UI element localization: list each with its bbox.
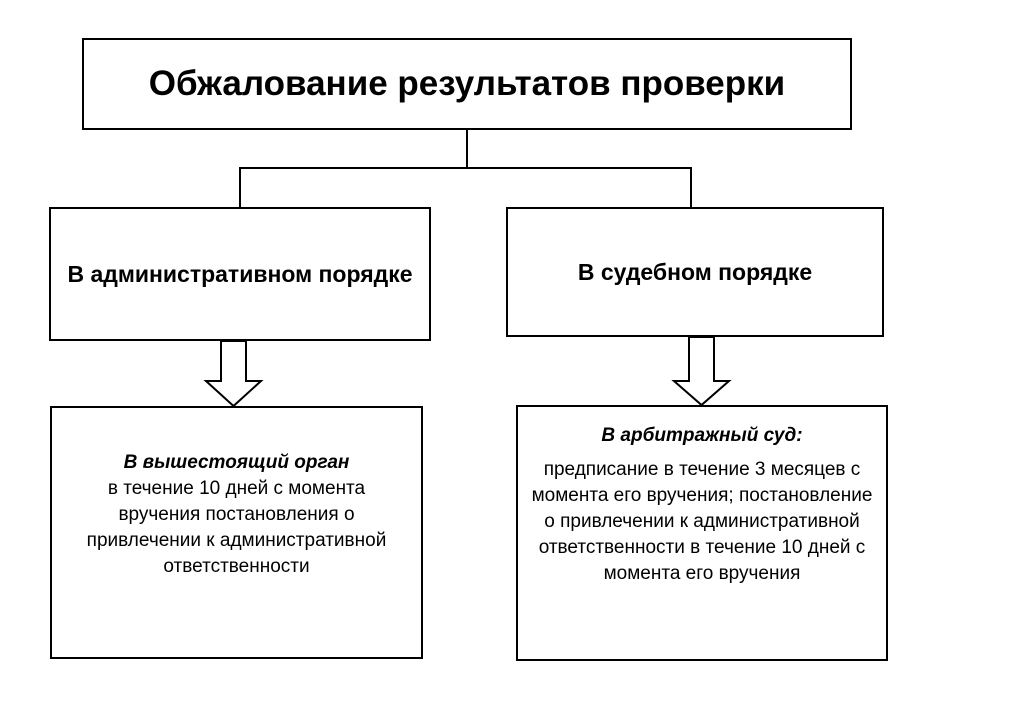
admin-detail-heading: В вышестоящий орган <box>123 452 350 473</box>
court-detail-box: В арбитражный суд: предписание в течение… <box>516 405 888 661</box>
diagram-title: Обжалование результатов проверки <box>148 64 786 103</box>
admin-procedure-label: В административном порядке <box>67 261 413 287</box>
admin-down-arrow <box>203 340 264 408</box>
court-procedure-label: В судебном порядке <box>577 259 813 285</box>
court-down-arrow <box>671 336 732 407</box>
admin-procedure-box: В административном порядке <box>49 207 431 341</box>
admin-detail-box: В вышестоящий орган в течение 10 дней с … <box>50 406 423 659</box>
court-detail-text: предписание в течение 3 месяцев с момент… <box>531 459 873 584</box>
court-detail-heading: В арбитражный суд: <box>601 425 803 446</box>
court-procedure-box: В судебном порядке <box>506 207 884 337</box>
title-box: Обжалование результатов проверки <box>82 38 852 130</box>
admin-detail-text: в течение 10 дней с момента вручения пос… <box>86 478 387 577</box>
